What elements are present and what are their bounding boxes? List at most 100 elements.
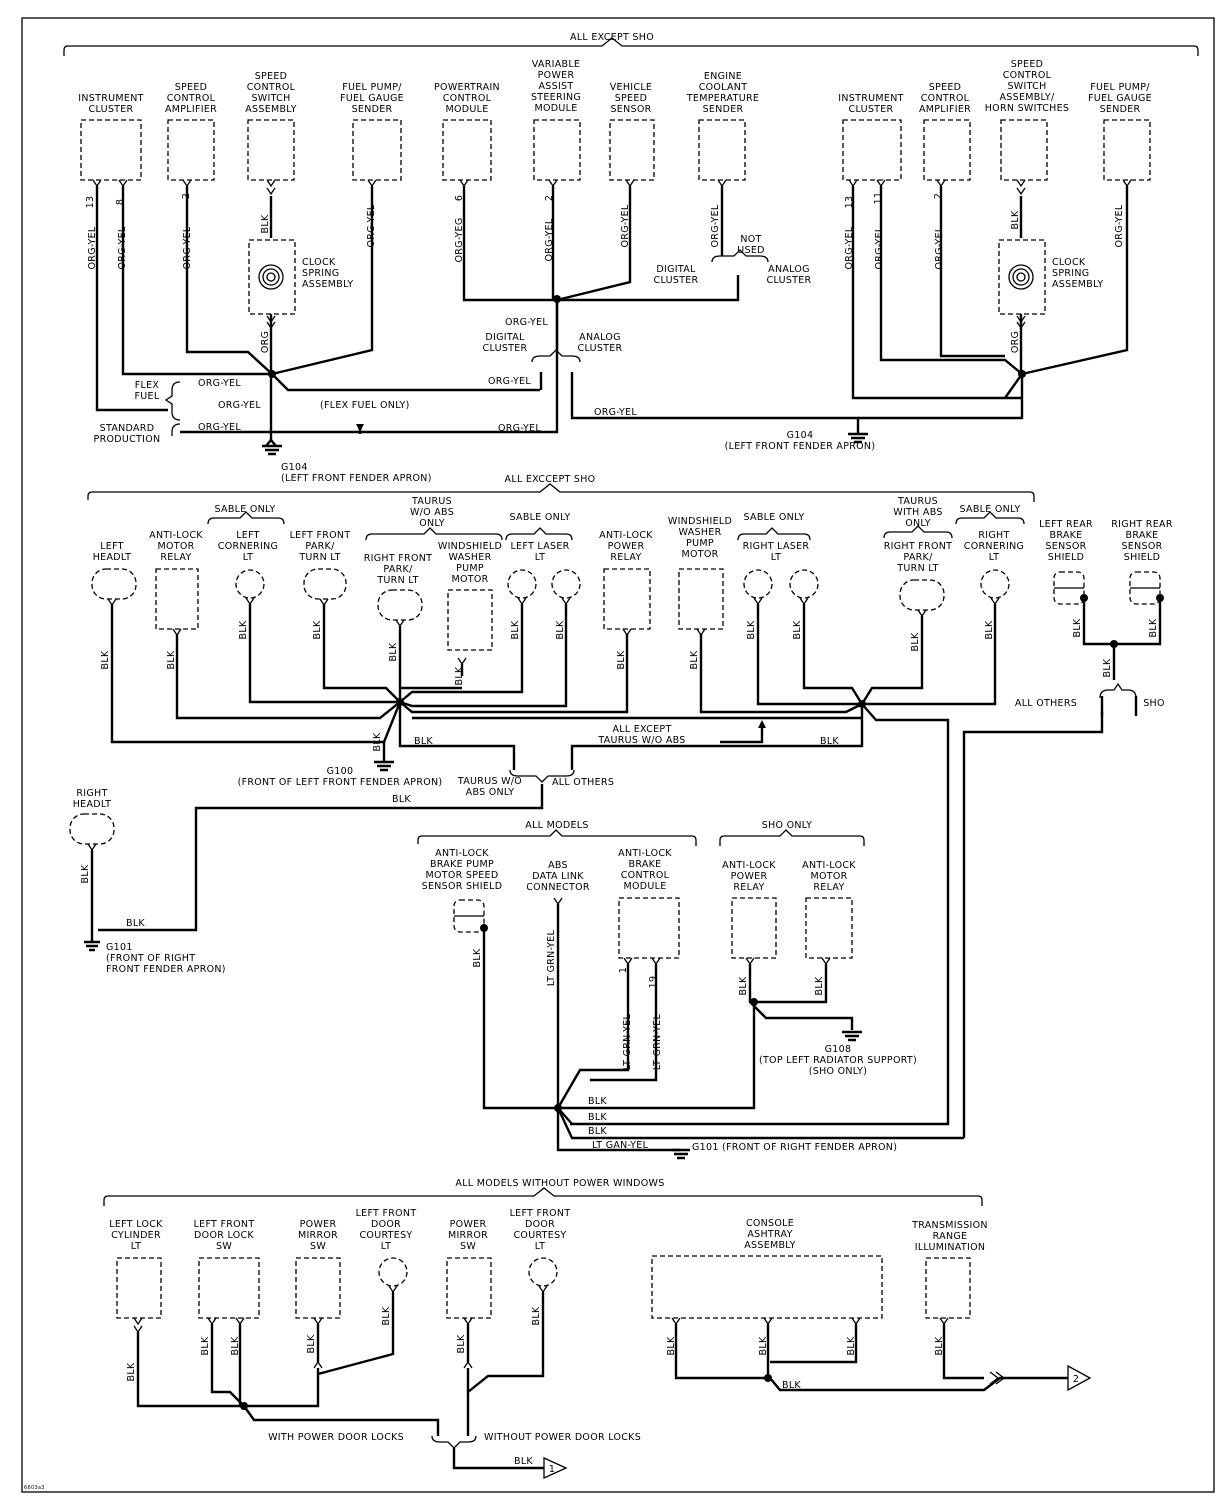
top-section-brace xyxy=(63,37,1199,56)
svg-text:BLK: BLK xyxy=(689,650,700,669)
svg-text:BLK: BLK xyxy=(100,650,111,669)
clock-spring-2-coil xyxy=(1008,264,1034,290)
fuel-pump-sender-2-box xyxy=(1103,119,1151,181)
g101-right-headlt-ground-icon xyxy=(84,940,100,952)
vlabel-1: ORG-YEL xyxy=(87,226,98,269)
right-laser-bulb-2 xyxy=(789,569,819,599)
wire-right-front-park-2 xyxy=(860,616,924,705)
svg-text:BLK: BLK xyxy=(230,1336,241,1355)
vlabel-blk-rear-left: BLK xyxy=(1072,618,1083,637)
ect-box xyxy=(698,119,746,181)
vlabel-pin8: 8 xyxy=(115,199,126,205)
right-cornering-bulb xyxy=(980,569,1010,599)
without-pdl-label: WITHOUT POWER DOOR LOCKS xyxy=(484,1432,641,1443)
wire-left-cornering xyxy=(248,604,400,704)
vertical-wire-labels-bottom: BLK BLK BLK BLK BLK BLK BLK BLK BLK BLK … xyxy=(126,1306,945,1381)
vlabel-7: ORG-YEL xyxy=(620,204,631,247)
instrument-cluster-box xyxy=(80,119,142,181)
taurus-wo-abs-brace xyxy=(365,527,503,541)
wire-label-org-yel-3: ORG-YEL xyxy=(198,422,241,433)
washer-pump-box xyxy=(447,589,493,651)
wire-fuel-pump xyxy=(271,186,374,376)
splice-top-right xyxy=(1018,370,1026,378)
g101-abs-ground-icon xyxy=(672,1148,690,1160)
wire-g108 xyxy=(748,964,854,1030)
splice-abs xyxy=(554,1104,562,1112)
wire-label-lt-gan-yel: LT GAN-YEL xyxy=(592,1140,649,1151)
wire-ashtray-3 xyxy=(770,1324,858,1364)
splice-middle-right xyxy=(858,700,866,708)
right-front-park-2-bulb xyxy=(899,579,945,611)
abs-module-box xyxy=(618,897,680,959)
wire-ic2-13 xyxy=(851,186,1022,400)
wire-ic2-11 xyxy=(879,186,1023,375)
wire-all-others-branch xyxy=(570,704,864,770)
sable-only-4: SABLE ONLY xyxy=(960,504,1021,515)
g108-ground-icon xyxy=(842,1030,862,1042)
wire-label-blk-arrow1: BLK xyxy=(514,1456,533,1467)
vlabel-org: ORG xyxy=(260,331,271,353)
wire-right-headlt-route xyxy=(98,784,544,932)
wire-left-headlt xyxy=(110,604,386,762)
wire-sca-2 xyxy=(185,186,273,375)
ashtray-box xyxy=(651,1255,883,1319)
instrument-cluster-2-box xyxy=(842,119,902,181)
wire-ic-8 xyxy=(121,186,272,376)
abs-dlc-chevron xyxy=(553,897,563,906)
svg-text:BLK: BLK xyxy=(126,1362,137,1381)
svg-text:19: 19 xyxy=(648,976,659,989)
left-laser-bulb-1 xyxy=(507,569,537,599)
sable-only-3: SABLE ONLY xyxy=(744,512,805,523)
vlabel-org-2: ORG xyxy=(1010,331,1021,353)
power-mirror-box xyxy=(295,1257,341,1319)
sho-only-brace xyxy=(719,829,865,846)
wire-sca2-2 xyxy=(939,186,1005,358)
arrow-1-label: 1 xyxy=(549,1464,555,1475)
sable-brace-3 xyxy=(737,527,811,541)
speed-control-switch-box xyxy=(247,119,295,181)
power-mirror-2-box xyxy=(446,1257,492,1319)
vlabel-pin6: 6 xyxy=(454,195,465,201)
wire-left-laser-1 xyxy=(399,604,524,703)
left-headlt-bulb xyxy=(91,568,137,600)
splice-sho xyxy=(750,998,758,1006)
connector-chevron-right xyxy=(989,1371,1006,1385)
flex-fuel-only-label: (FLEX FUEL ONLY) xyxy=(320,400,410,411)
lock-cylinder-box xyxy=(116,1257,162,1319)
wire-label-blk-3: BLK xyxy=(392,794,411,805)
wire-label-abs-blk-1: BLK xyxy=(588,1096,607,1107)
vlabel-2: ORG-YEL xyxy=(117,226,128,269)
wire-power-mirror xyxy=(244,1324,320,1408)
wire-pcm xyxy=(462,186,740,302)
svg-text:BLK: BLK xyxy=(531,1306,542,1325)
sho-power-relay-box xyxy=(731,897,777,959)
svg-text:BLK: BLK xyxy=(792,620,803,639)
splice-bottom-left xyxy=(240,1402,248,1410)
wire-to-arrow2 xyxy=(769,1376,1068,1392)
svg-text:BLK: BLK xyxy=(746,620,757,639)
vlabel-6: ORG-YEL xyxy=(544,218,555,261)
svg-text:BLK: BLK xyxy=(758,1336,769,1355)
vlabel-10: ORG-YEL xyxy=(874,226,885,269)
speed-control-amplifier-2-box xyxy=(923,119,971,181)
wire-label-blk-4: BLK xyxy=(126,918,145,929)
vertical-wire-labels-middle: BLK BLK BLK BLK BLK BLK BLK BLK BLK BLK … xyxy=(80,620,995,883)
vlabel-pin13: 13 xyxy=(85,196,96,209)
vertical-wire-labels-top: ORG-YEL 13 ORG-YEL 8 ORG-YEL 2 BLK ORG O… xyxy=(85,192,1125,354)
svg-text:BLK: BLK xyxy=(388,642,399,661)
svg-text:BLK: BLK xyxy=(934,1336,945,1355)
wire-right-to-g104 xyxy=(858,374,1024,420)
